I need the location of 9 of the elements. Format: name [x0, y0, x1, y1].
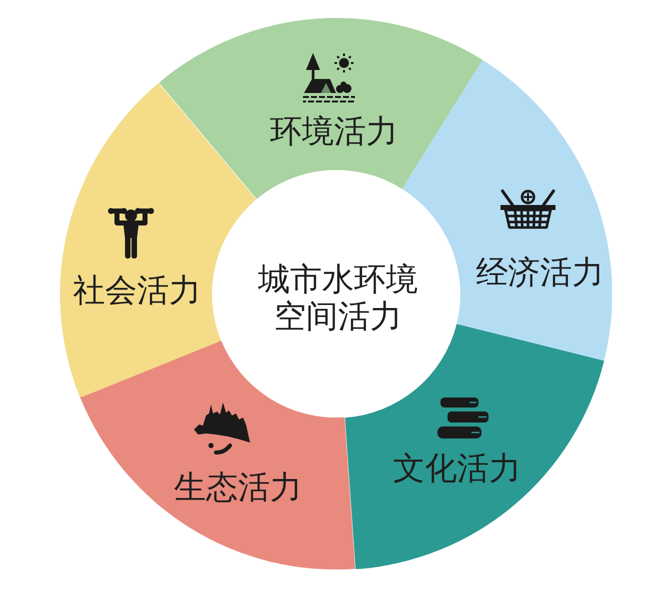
segment-label: 环境活力	[270, 113, 398, 149]
segment-label: 经济活力	[476, 254, 604, 290]
center-label: 城市水环境空间活力	[257, 261, 419, 335]
segment-label: 生态活力	[174, 468, 302, 505]
segment-label: 文化活力	[392, 450, 521, 486]
ring-segment	[60, 82, 256, 398]
ring-segment	[80, 340, 356, 570]
ring-segment	[158, 18, 482, 199]
segment-label: 社会活力	[73, 272, 201, 308]
